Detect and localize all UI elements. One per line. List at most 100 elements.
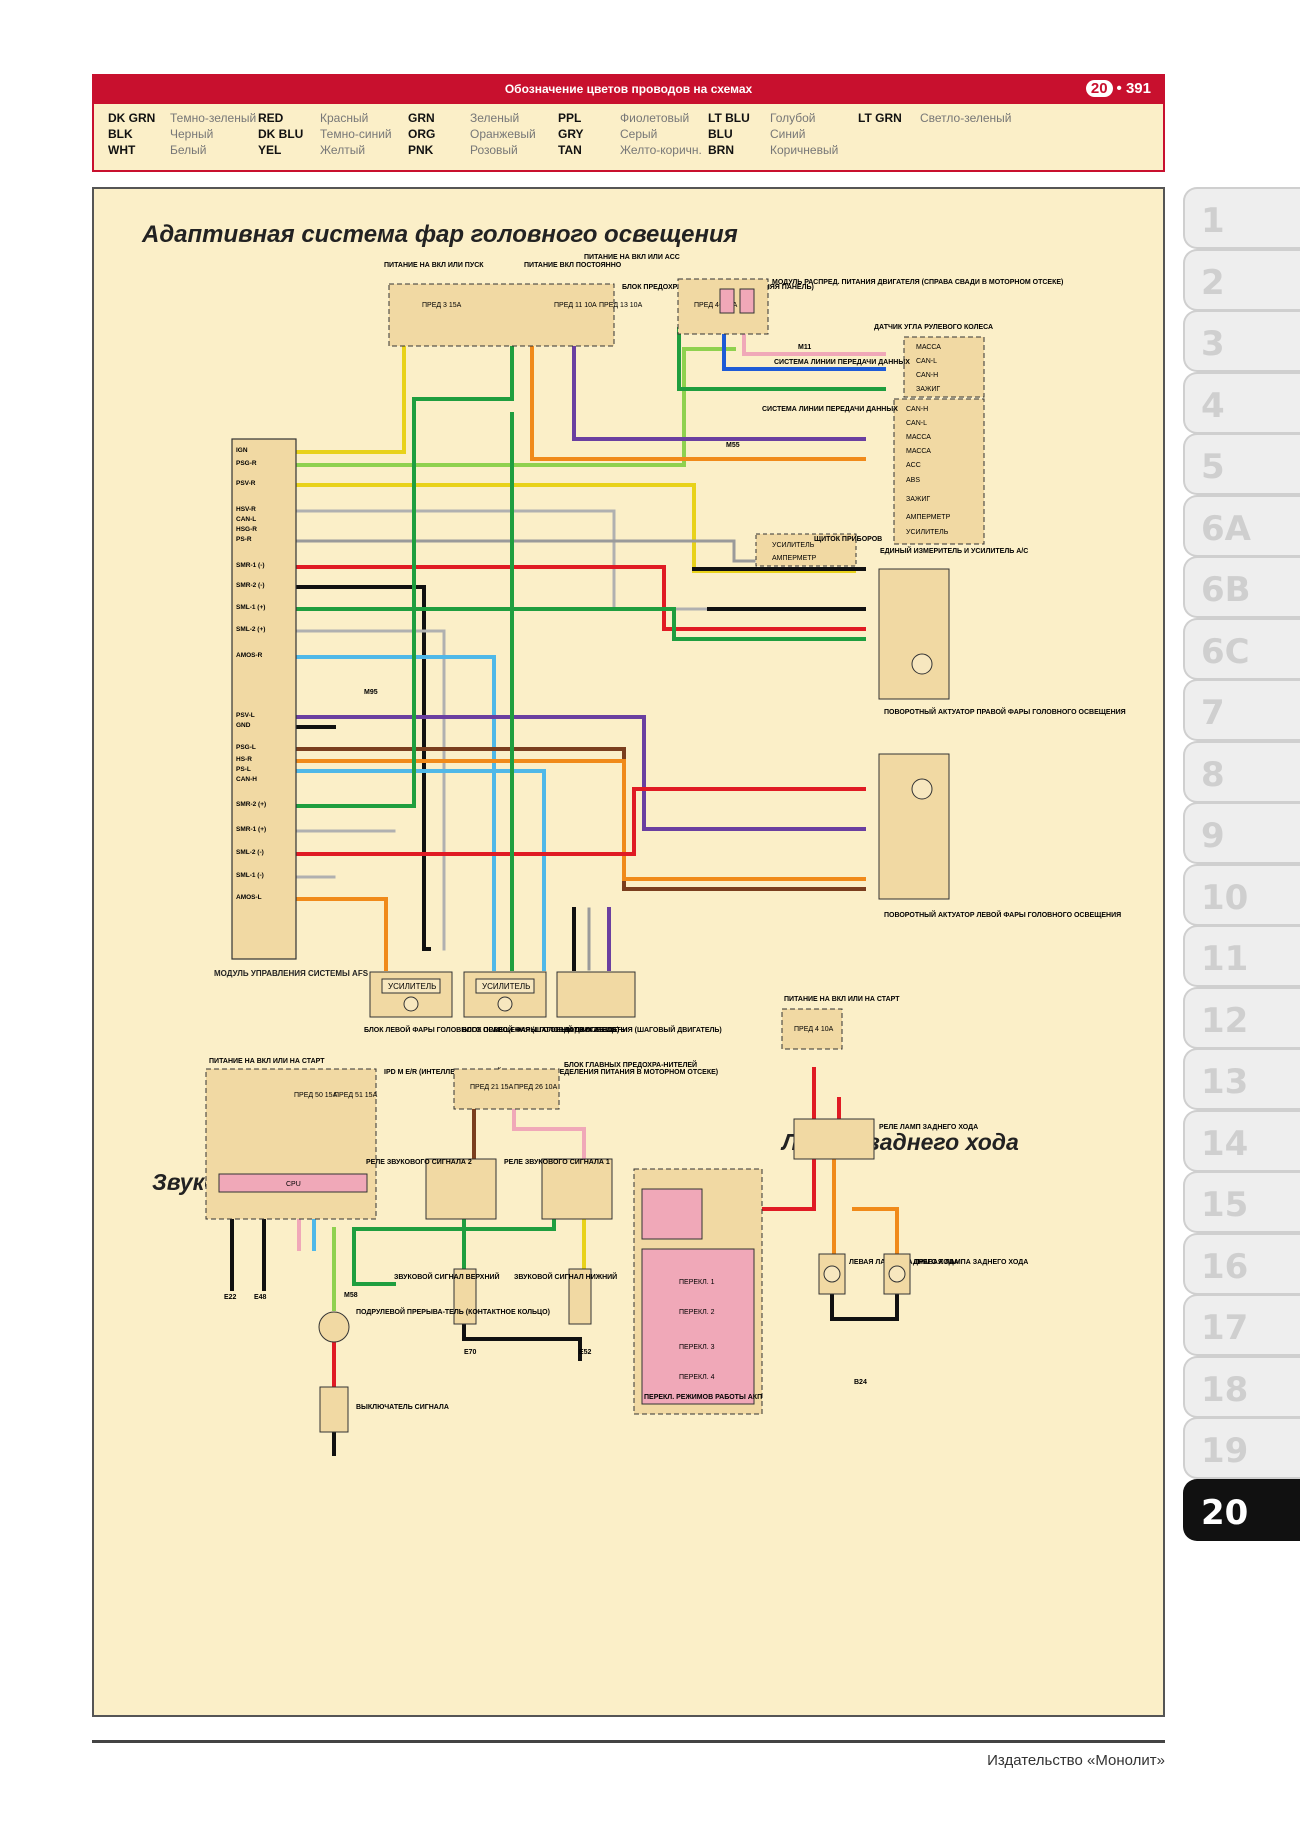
legend-color-name: Серый bbox=[620, 127, 658, 141]
legend-code: ORG bbox=[408, 127, 436, 141]
chapter-tab-15[interactable]: 15 bbox=[1183, 1171, 1300, 1233]
chapter-chip: 20 bbox=[1085, 80, 1113, 97]
afs-pin-label: PSG-L bbox=[236, 744, 256, 751]
can-l-label-2: CAN-L bbox=[906, 420, 927, 427]
fuse-h3-label: ПРЕД 21 15A bbox=[470, 1084, 514, 1091]
fuse-r-label: ПРЕД 4 10A bbox=[794, 1026, 834, 1033]
afs-pin-label: SML-1 (-) bbox=[236, 872, 264, 879]
shield-label: ЩИТОК ПРИБОРОВ bbox=[814, 536, 882, 543]
chapter-tab-18[interactable]: 18 bbox=[1183, 1355, 1300, 1418]
chapter-tab-19[interactable]: 19 bbox=[1183, 1417, 1300, 1479]
wire-blu bbox=[722, 327, 886, 371]
wire-ltblu bbox=[294, 769, 546, 971]
chapter-tab-6a[interactable]: 6A bbox=[1183, 494, 1300, 557]
legend-code: DK BLU bbox=[258, 127, 304, 141]
chapter-tab-3[interactable]: 3 bbox=[1183, 310, 1300, 372]
right-amp-label: УСИЛИТЕЛЬ bbox=[482, 982, 530, 991]
afs-pin-label: PS-R bbox=[236, 536, 252, 543]
power-ign-acc-label: ПИТАНИЕ НА ВКЛ ИЛИ АСС bbox=[584, 254, 680, 261]
chapter-tab-10[interactable]: 10 bbox=[1183, 863, 1300, 926]
chapter-tab-6b[interactable]: 6B bbox=[1183, 556, 1300, 618]
ground-e22: E22 bbox=[224, 1294, 237, 1301]
chapter-tab-label: 12 bbox=[1201, 1000, 1249, 1041]
legend-color-name: Черный bbox=[170, 127, 214, 141]
fuse-block bbox=[388, 283, 615, 347]
m95-label: M95 bbox=[364, 689, 378, 696]
ipdm-block bbox=[205, 1068, 377, 1220]
wire-blk bbox=[294, 585, 431, 951]
legend-code: BRN bbox=[708, 143, 734, 157]
height-sensor-label: ДАТЧИК ВЫСОТЫ bbox=[564, 1027, 628, 1034]
chapter-tab-1[interactable]: 1 bbox=[1183, 187, 1300, 249]
cpu-label: CPU bbox=[286, 1181, 301, 1188]
afs-pin-label: PSV-L bbox=[236, 712, 255, 719]
ground-b24-label: B24 bbox=[854, 1379, 867, 1386]
chapter-tab-14[interactable]: 14 bbox=[1183, 1109, 1300, 1172]
legend-color-name: Светло-зеленый bbox=[920, 111, 1012, 125]
wire-ltgrn bbox=[294, 347, 736, 467]
gear-switches-box bbox=[641, 1248, 755, 1405]
chapter-tab-9[interactable]: 9 bbox=[1183, 802, 1300, 864]
wire-grn bbox=[352, 1227, 396, 1286]
horn-high-label: ЗВУКОВОЙ СИГНАЛ ВЕРХНИЙ bbox=[394, 1272, 500, 1281]
legend-code: BLK bbox=[108, 127, 133, 141]
power-ign-or-start-label: ПИТАНИЕ НА ВКЛ ИЛИ НА СТАРТ bbox=[209, 1058, 325, 1065]
page-reference: 20• 391 bbox=[1085, 80, 1151, 97]
legend-color-name: Белый bbox=[170, 143, 207, 157]
can-system-label-2: СИСТЕМА ЛИНИИ ПЕРЕДАЧИ ДАННЫХ bbox=[762, 406, 898, 413]
ammeter-label-1: АМПЕРМЕТР bbox=[906, 514, 951, 521]
wire-org bbox=[294, 759, 866, 881]
legend-code: BLU bbox=[708, 127, 733, 141]
ammeter-label-2: АМПЕРМЕТР bbox=[772, 555, 817, 562]
horn-relay-1-block bbox=[541, 1158, 613, 1220]
wire-ppl bbox=[294, 715, 866, 831]
fuse-h1-label: ПРЕД 50 15A bbox=[294, 1092, 338, 1099]
publisher-credit: Издательство «Монолит» bbox=[987, 1752, 1165, 1769]
can-h-label-1: CAN-H bbox=[916, 372, 938, 379]
chapter-tab-16[interactable]: 16 bbox=[1183, 1232, 1300, 1295]
can-system-label-1: СИСТЕМА ЛИНИИ ПЕРЕДАЧИ ДАННЫХ bbox=[774, 359, 910, 366]
afs-pin-label: HSV-R bbox=[236, 506, 256, 513]
legend-color-name: Коричневый bbox=[770, 143, 839, 157]
can-h-label-2: CAN-H bbox=[906, 406, 928, 413]
chapter-tab-5[interactable]: 5 bbox=[1183, 433, 1300, 495]
chapter-tab-12[interactable]: 12 bbox=[1183, 986, 1300, 1049]
legend-code: WHT bbox=[108, 143, 136, 157]
chapter-tab-label: 8 bbox=[1201, 754, 1225, 795]
afs-pin-label: HSG-R bbox=[236, 526, 257, 533]
chapter-tab-label: 18 bbox=[1201, 1369, 1249, 1410]
horn-switch-block bbox=[319, 1386, 349, 1433]
chapter-tab-20[interactable]: 20 bbox=[1183, 1478, 1300, 1541]
ignition-label-1: ЗАЖИГ bbox=[916, 386, 940, 393]
main-fuse-label: БЛОК ГЛАВНЫХ ПРЕДОХРА-НИТЕЛЕЙ bbox=[564, 1060, 697, 1069]
chapter-tab-label: 6A bbox=[1201, 508, 1251, 549]
unified-meter-block bbox=[893, 398, 985, 545]
unified-meter-label: ЕДИНЫЙ ИЗМЕРИТЕЛЬ И УСИЛИТЕЛЬ А/С bbox=[880, 546, 1028, 555]
can-l-box bbox=[719, 288, 735, 314]
chapter-tab-6c[interactable]: 6C bbox=[1183, 617, 1300, 680]
legend-code: LT BLU bbox=[708, 111, 750, 125]
fuse-h2-label: ПРЕД 51 15A bbox=[334, 1092, 378, 1099]
reverse-relay-block bbox=[793, 1118, 875, 1160]
chapter-tab-17[interactable]: 17 bbox=[1183, 1294, 1300, 1356]
chapter-tab-11[interactable]: 11 bbox=[1183, 925, 1300, 987]
chapter-tab-label: 6C bbox=[1201, 631, 1250, 672]
gear-2-label: ПЕРЕКЛ. 2 bbox=[679, 1309, 715, 1316]
legend-color-name: Красный bbox=[320, 111, 369, 125]
horn-low-block bbox=[568, 1268, 592, 1325]
reverse-fuse-box bbox=[781, 1008, 843, 1050]
power-const-label: ПИТАНИЕ ВКЛ ПОСТОЯННО bbox=[524, 262, 622, 269]
chapter-tab-7[interactable]: 7 bbox=[1183, 679, 1300, 741]
legend-color-name: Оранжевый bbox=[470, 127, 536, 141]
abs-label: ABS bbox=[906, 477, 920, 484]
chapter-tab-8[interactable]: 8 bbox=[1183, 740, 1300, 803]
chapter-tab-label: 3 bbox=[1201, 324, 1225, 364]
wire-blk bbox=[462, 1322, 582, 1361]
chapter-tab-4[interactable]: 4 bbox=[1183, 371, 1300, 434]
legend-color-name: Темно-зеленый bbox=[170, 111, 257, 125]
chapter-tab-13[interactable]: 13 bbox=[1183, 1048, 1300, 1110]
chapter-tab-2[interactable]: 2 bbox=[1183, 248, 1300, 311]
legend-title-bar: Обозначение цветов проводов на схемах 20… bbox=[94, 76, 1163, 104]
